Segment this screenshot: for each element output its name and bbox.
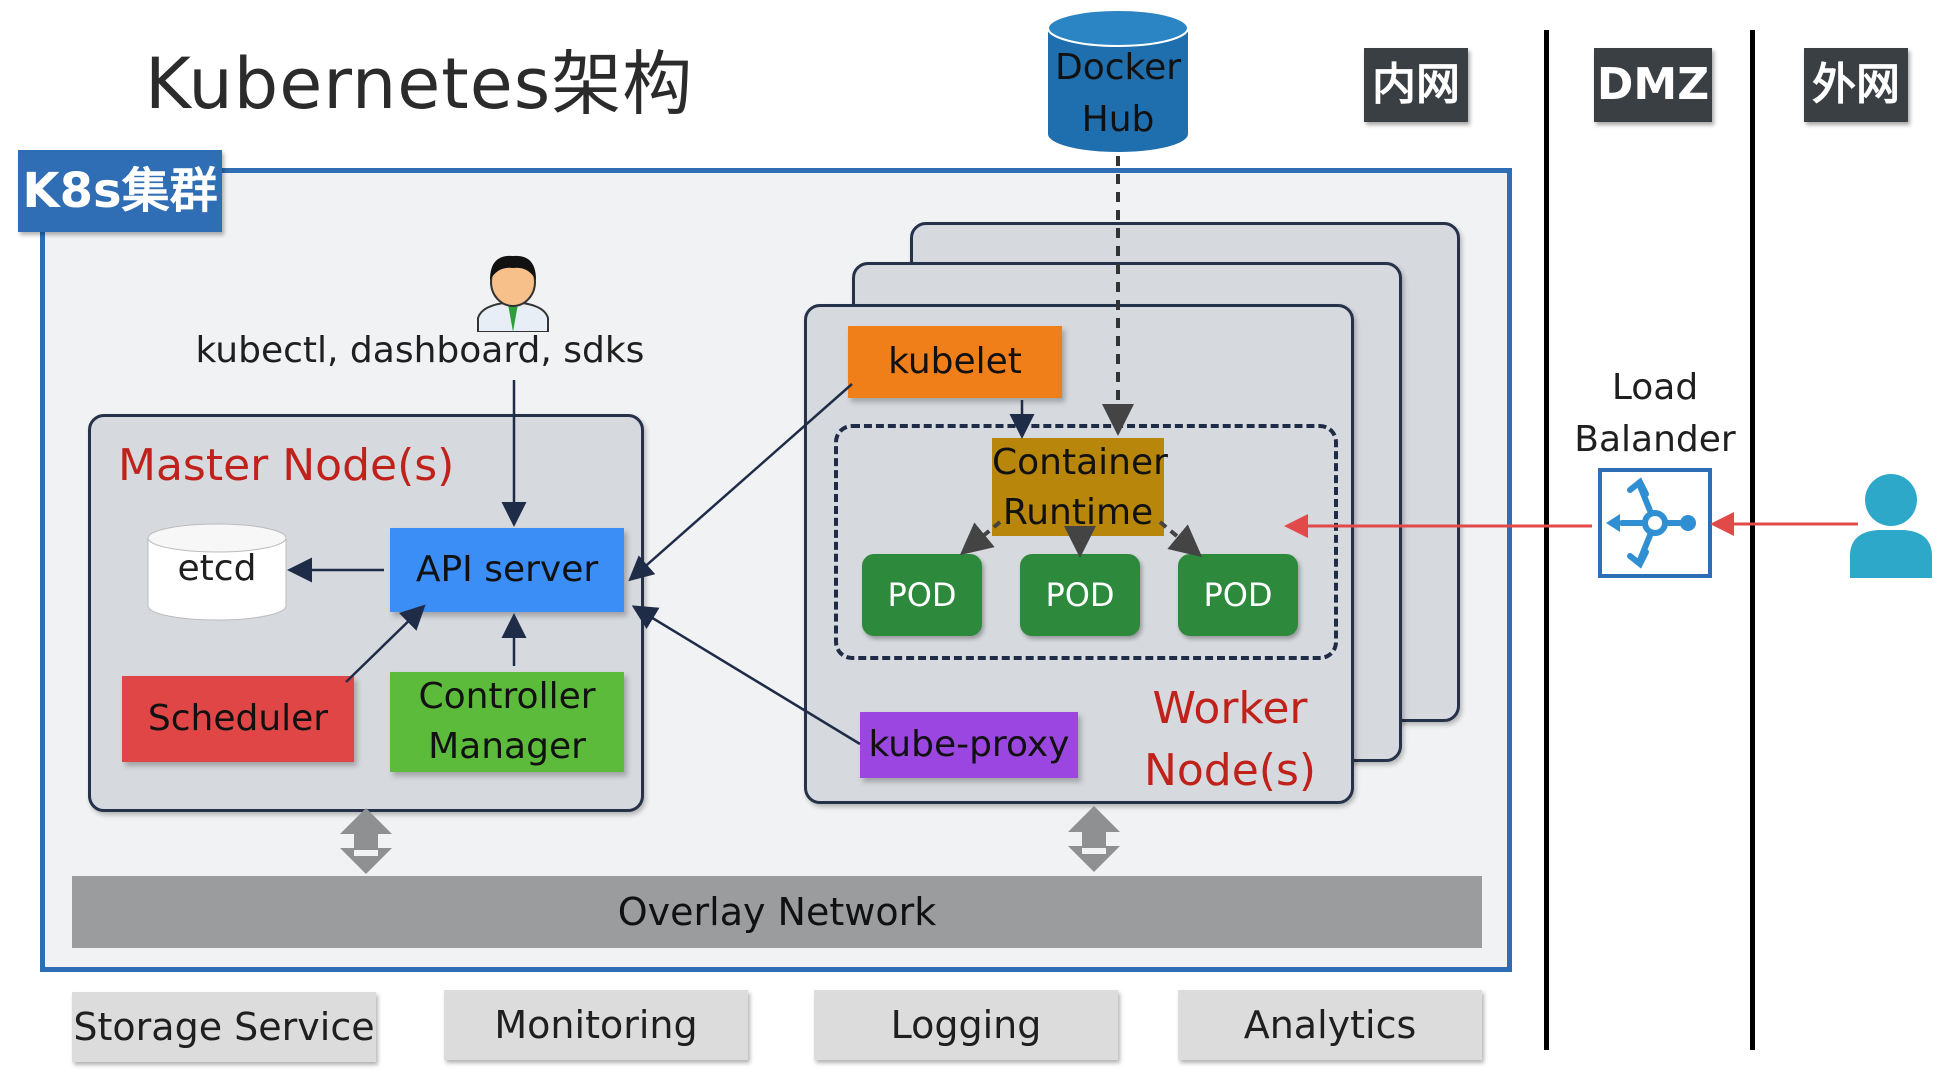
client-tools-label: kubectl, dashboard, sdks (195, 330, 645, 371)
etcd-cylinder-icon (147, 523, 287, 621)
docker-hub: Docker Hub (1045, 8, 1191, 156)
load-balancer-label: Load Balander (1560, 362, 1750, 466)
k8s-cluster-label: K8s集群 (18, 150, 222, 232)
pod-2: POD (1020, 554, 1140, 636)
etcd-label: etcd (177, 548, 257, 589)
kubeproxy-to-api-arrow (631, 605, 861, 746)
kube-proxy: kube-proxy (860, 712, 1078, 778)
overlay-network: Overlay Network (72, 876, 1482, 948)
controller-manager-line1: Controller (418, 676, 596, 717)
addon-analytics: Analytics (1178, 990, 1482, 1060)
worker-node-label-line2: Node(s) (1143, 745, 1317, 796)
zone-badge-dmz: DMZ (1594, 48, 1712, 122)
docker-hub-cylinder-icon (1047, 9, 1189, 152)
docker-hub-line2: Hub (1081, 99, 1155, 140)
kubelet: kubelet (848, 326, 1062, 398)
load-balancer-line1: Load (1611, 367, 1699, 408)
pod-1: POD (862, 554, 982, 636)
addon-storage-service: Storage Service (72, 992, 376, 1062)
addon-monitoring: Monitoring (444, 990, 748, 1060)
master-node-label: Master Node(s) (118, 440, 455, 491)
page-title: Kubernetes架构 (145, 43, 694, 125)
scheduler-to-api-arrow (345, 604, 426, 683)
load-balancer-icon (1598, 468, 1712, 578)
runtime-to-pod1-arrow (959, 520, 1002, 556)
addon-logging: Logging (814, 990, 1118, 1060)
etcd: etcd (146, 522, 288, 622)
master-overlay-double-arrow-icon (340, 808, 392, 874)
zone-divider-internet (1750, 30, 1755, 1050)
load-balancer-line2: Balander (1574, 419, 1736, 460)
runtime-pod-area (834, 424, 1338, 660)
scheduler: Scheduler (122, 676, 354, 762)
worker-overlay-double-arrow-icon (1068, 806, 1120, 872)
zone-badge-intranet: 内网 (1364, 48, 1468, 122)
docker-hub-line1: Docker (1054, 47, 1182, 88)
container-runtime: Container Runtime (992, 438, 1168, 536)
zone-badge-internet: 外网 (1804, 48, 1908, 122)
kubelet-to-api-arrow (628, 383, 853, 582)
controller-manager-line2: Manager (428, 726, 586, 767)
pod-3: POD (1178, 554, 1298, 636)
admin-user-icon (470, 246, 556, 333)
worker-node-label-line1: Worker (1152, 683, 1308, 734)
runtime-to-pod3-arrow (1158, 520, 1203, 558)
container-runtime-line1: Container (992, 442, 1168, 483)
external-user-icon (1848, 470, 1934, 578)
api-server: API server (390, 528, 624, 612)
worker-node-label: Worker Node(s) (1130, 678, 1330, 802)
zone-divider-dmz (1544, 30, 1549, 1050)
controller-manager: Controller Manager (390, 672, 624, 772)
